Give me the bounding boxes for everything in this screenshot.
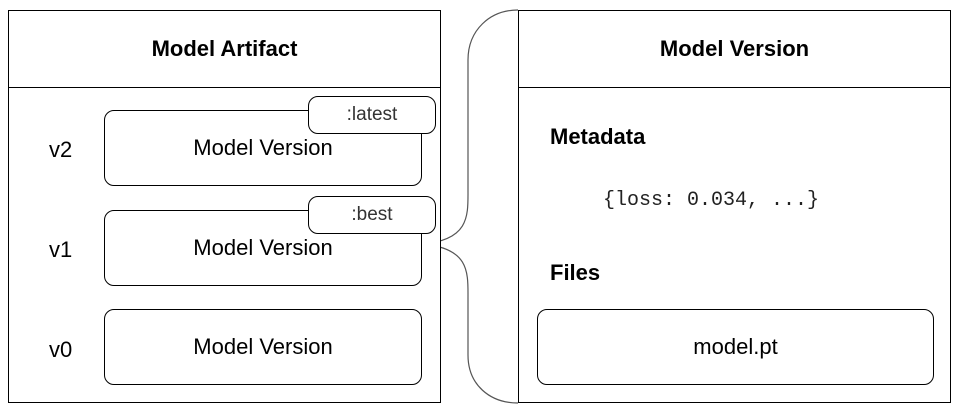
model-artifact-title: Model Artifact — [9, 11, 440, 88]
metadata-value: {loss: 0.034, ...} — [603, 189, 820, 212]
tag-best[interactable]: :best — [308, 196, 436, 234]
metadata-heading: Metadata — [550, 124, 646, 149]
model-version-title: Model Version — [519, 11, 950, 88]
tag-latest[interactable]: :latest — [308, 96, 436, 134]
model-version-box-label: Model Version — [193, 135, 333, 160]
model-version-box-label: Model Version — [193, 235, 333, 260]
file-model-pt[interactable]: model.pt — [537, 309, 934, 385]
version-label-v1: v1 — [49, 237, 73, 262]
model-version-box-label: Model Version — [193, 334, 333, 359]
version-label-v0: v0 — [49, 337, 73, 362]
version-label-v2: v2 — [49, 137, 73, 162]
model-version-box-v0[interactable]: Model Version — [104, 309, 422, 385]
files-heading: Files — [550, 260, 601, 285]
model-artifact-panel: Model Artifact v2 Model Version :latest … — [8, 10, 441, 403]
model-version-panel: Model Version Metadata {loss: 0.034, ...… — [518, 10, 951, 403]
